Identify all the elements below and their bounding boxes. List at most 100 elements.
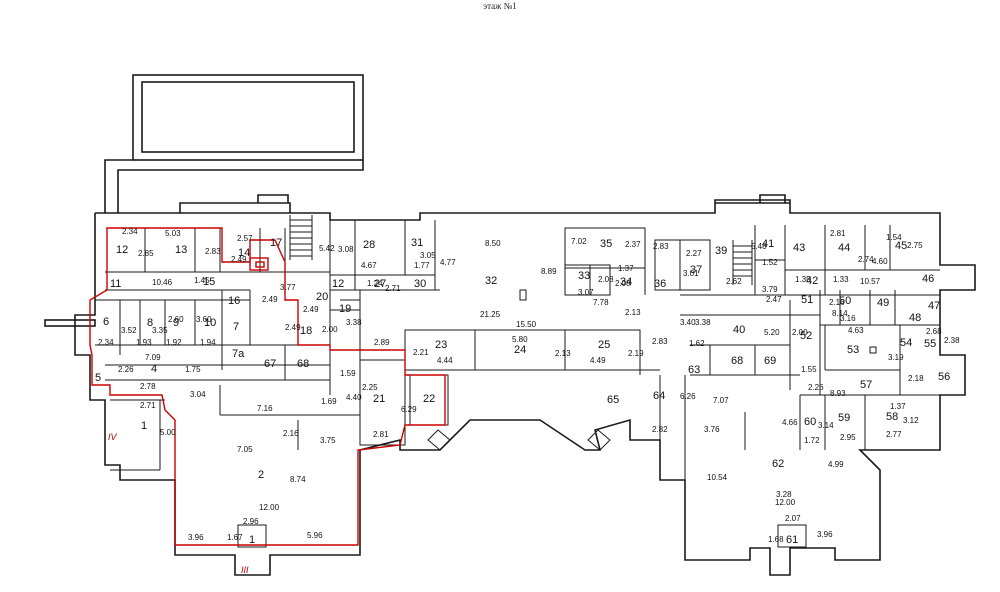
- dimension-label: 5.20: [764, 328, 780, 337]
- dimension-label: 8.14: [832, 309, 848, 318]
- room-35-label: 35: [600, 238, 612, 250]
- room-54-label: 54: [900, 337, 912, 349]
- dimension-label: 7.16: [257, 404, 273, 413]
- porch-step-left: [257, 194, 289, 203]
- dimension-labels: 2.34 5.03 2.85 2.83 2.57 2.49 10.46 1.45…: [98, 227, 960, 544]
- plan-title: этаж №1: [483, 1, 517, 11]
- dimension-label: 5.80: [512, 335, 528, 344]
- room-57-label: 57: [860, 379, 872, 391]
- dimension-label: 3.16: [840, 314, 856, 323]
- room-43-label: 43: [793, 242, 805, 254]
- dimension-label: 10.54: [707, 473, 728, 482]
- dimension-label: 2.89: [374, 338, 390, 347]
- room-1-label: 1: [141, 420, 147, 432]
- dimension-label: 12.00: [259, 503, 280, 512]
- dimension-label: 4.44: [437, 356, 453, 365]
- dimension-label: 3.01: [683, 269, 699, 278]
- dimension-label: 4.49: [590, 356, 606, 365]
- dimension-label: 2.82: [652, 425, 668, 434]
- dimension-label: 4.66: [782, 418, 798, 427]
- dimension-label: 3.52: [121, 326, 137, 335]
- stair-IV-label: IV: [108, 432, 118, 442]
- dimension-label: 6.26: [680, 392, 696, 401]
- dimension-label: 2.34: [122, 227, 138, 236]
- dimension-label: 3.28: [776, 490, 792, 499]
- entry-vestibule-left: [427, 429, 451, 451]
- room-21-label: 21: [373, 393, 385, 405]
- dimension-label: 2.25: [362, 383, 378, 392]
- room-9-label: 9: [173, 317, 179, 329]
- dimension-label: 8.74: [290, 475, 306, 484]
- room-14-label: 14: [238, 247, 250, 259]
- dimension-label: 1.93: [136, 338, 152, 347]
- dimension-label: 2.71: [140, 401, 156, 410]
- dimension-label: 8.50: [485, 239, 501, 248]
- room-50-label: 50: [839, 295, 851, 307]
- room-5-label: 5: [95, 372, 101, 384]
- dimension-label: 2.19: [628, 349, 644, 358]
- dimension-label: 2.49: [285, 323, 301, 332]
- dimension-label: 2.13: [625, 308, 641, 317]
- dimension-label: 2.68: [926, 327, 942, 336]
- dimension-label: 7.07: [713, 396, 729, 405]
- room-18-label: 18: [300, 325, 312, 337]
- dimension-label: 2.26: [808, 383, 824, 392]
- dimension-label: 2.00: [792, 328, 808, 337]
- room-6-label: 6: [103, 316, 109, 328]
- dimension-label: 1.37: [618, 264, 634, 273]
- highlight-outline: [89, 227, 446, 546]
- dimension-label: 3.04: [190, 390, 206, 399]
- annex-inner: [141, 81, 355, 153]
- stairs-right: [732, 240, 753, 285]
- room-32-label: 32: [485, 275, 497, 287]
- dimension-label: 2.16: [283, 429, 299, 438]
- dimension-label: 1.75: [185, 365, 201, 374]
- dimension-label: 1.54: [886, 233, 902, 242]
- dimension-label: 2.85: [138, 249, 154, 258]
- annex-link: [104, 159, 133, 213]
- dimension-label: 5.48: [751, 242, 767, 251]
- dimension-label: 4.60: [872, 257, 888, 266]
- dimension-label: 2.38: [944, 336, 960, 345]
- dimension-label: 2.16: [829, 298, 845, 307]
- dimension-label: 2.96: [243, 517, 259, 526]
- dimension-label: 12.00: [775, 498, 796, 507]
- dimension-label: 2.07: [785, 514, 801, 523]
- dimension-label: 4.99: [828, 460, 844, 469]
- dimension-label: 1.33: [833, 275, 849, 284]
- dimension-label: 3.38: [695, 318, 711, 327]
- porch-step-right: [759, 194, 786, 203]
- room-25-label: 25: [598, 339, 610, 351]
- dimension-label: 2.74: [858, 255, 874, 264]
- building-outer-wall: [74, 199, 976, 576]
- highlight-detail: [249, 257, 269, 271]
- dimension-label: 5.03: [165, 229, 181, 238]
- dimension-label: 3.19: [888, 353, 904, 362]
- dimension-label: 3.35: [152, 326, 168, 335]
- room-46-label: 46: [922, 273, 934, 285]
- dimension-label: 1.24: [367, 279, 383, 288]
- dimension-label: 2.49: [231, 255, 247, 264]
- dimension-label: 3.12: [903, 416, 919, 425]
- room-61-label: 61: [786, 534, 798, 546]
- room-7-label: 7: [233, 321, 239, 333]
- room-30-label: 30: [414, 278, 426, 290]
- dimension-label: 3.96: [188, 533, 204, 542]
- room-48-label: 48: [909, 312, 921, 324]
- room-16-label: 16: [228, 295, 240, 307]
- dimension-label: 3.08: [338, 245, 354, 254]
- dimension-label: 2.13: [555, 349, 571, 358]
- dimension-label: 2.95: [840, 433, 856, 442]
- left-ramp: [44, 319, 96, 327]
- room-7a-label: 7a: [232, 348, 245, 360]
- dimension-label: 8.89: [541, 267, 557, 276]
- room-44-label: 44: [838, 242, 850, 254]
- dimension-label: 7.78: [593, 298, 609, 307]
- room-28-label: 28: [363, 239, 375, 251]
- room-63-label: 63: [688, 364, 700, 376]
- dimension-label: 2.81: [830, 229, 846, 238]
- dimension-label: 3.96: [817, 530, 833, 539]
- dimension-label: 1.69: [321, 397, 337, 406]
- room-17-label: 17: [270, 237, 282, 249]
